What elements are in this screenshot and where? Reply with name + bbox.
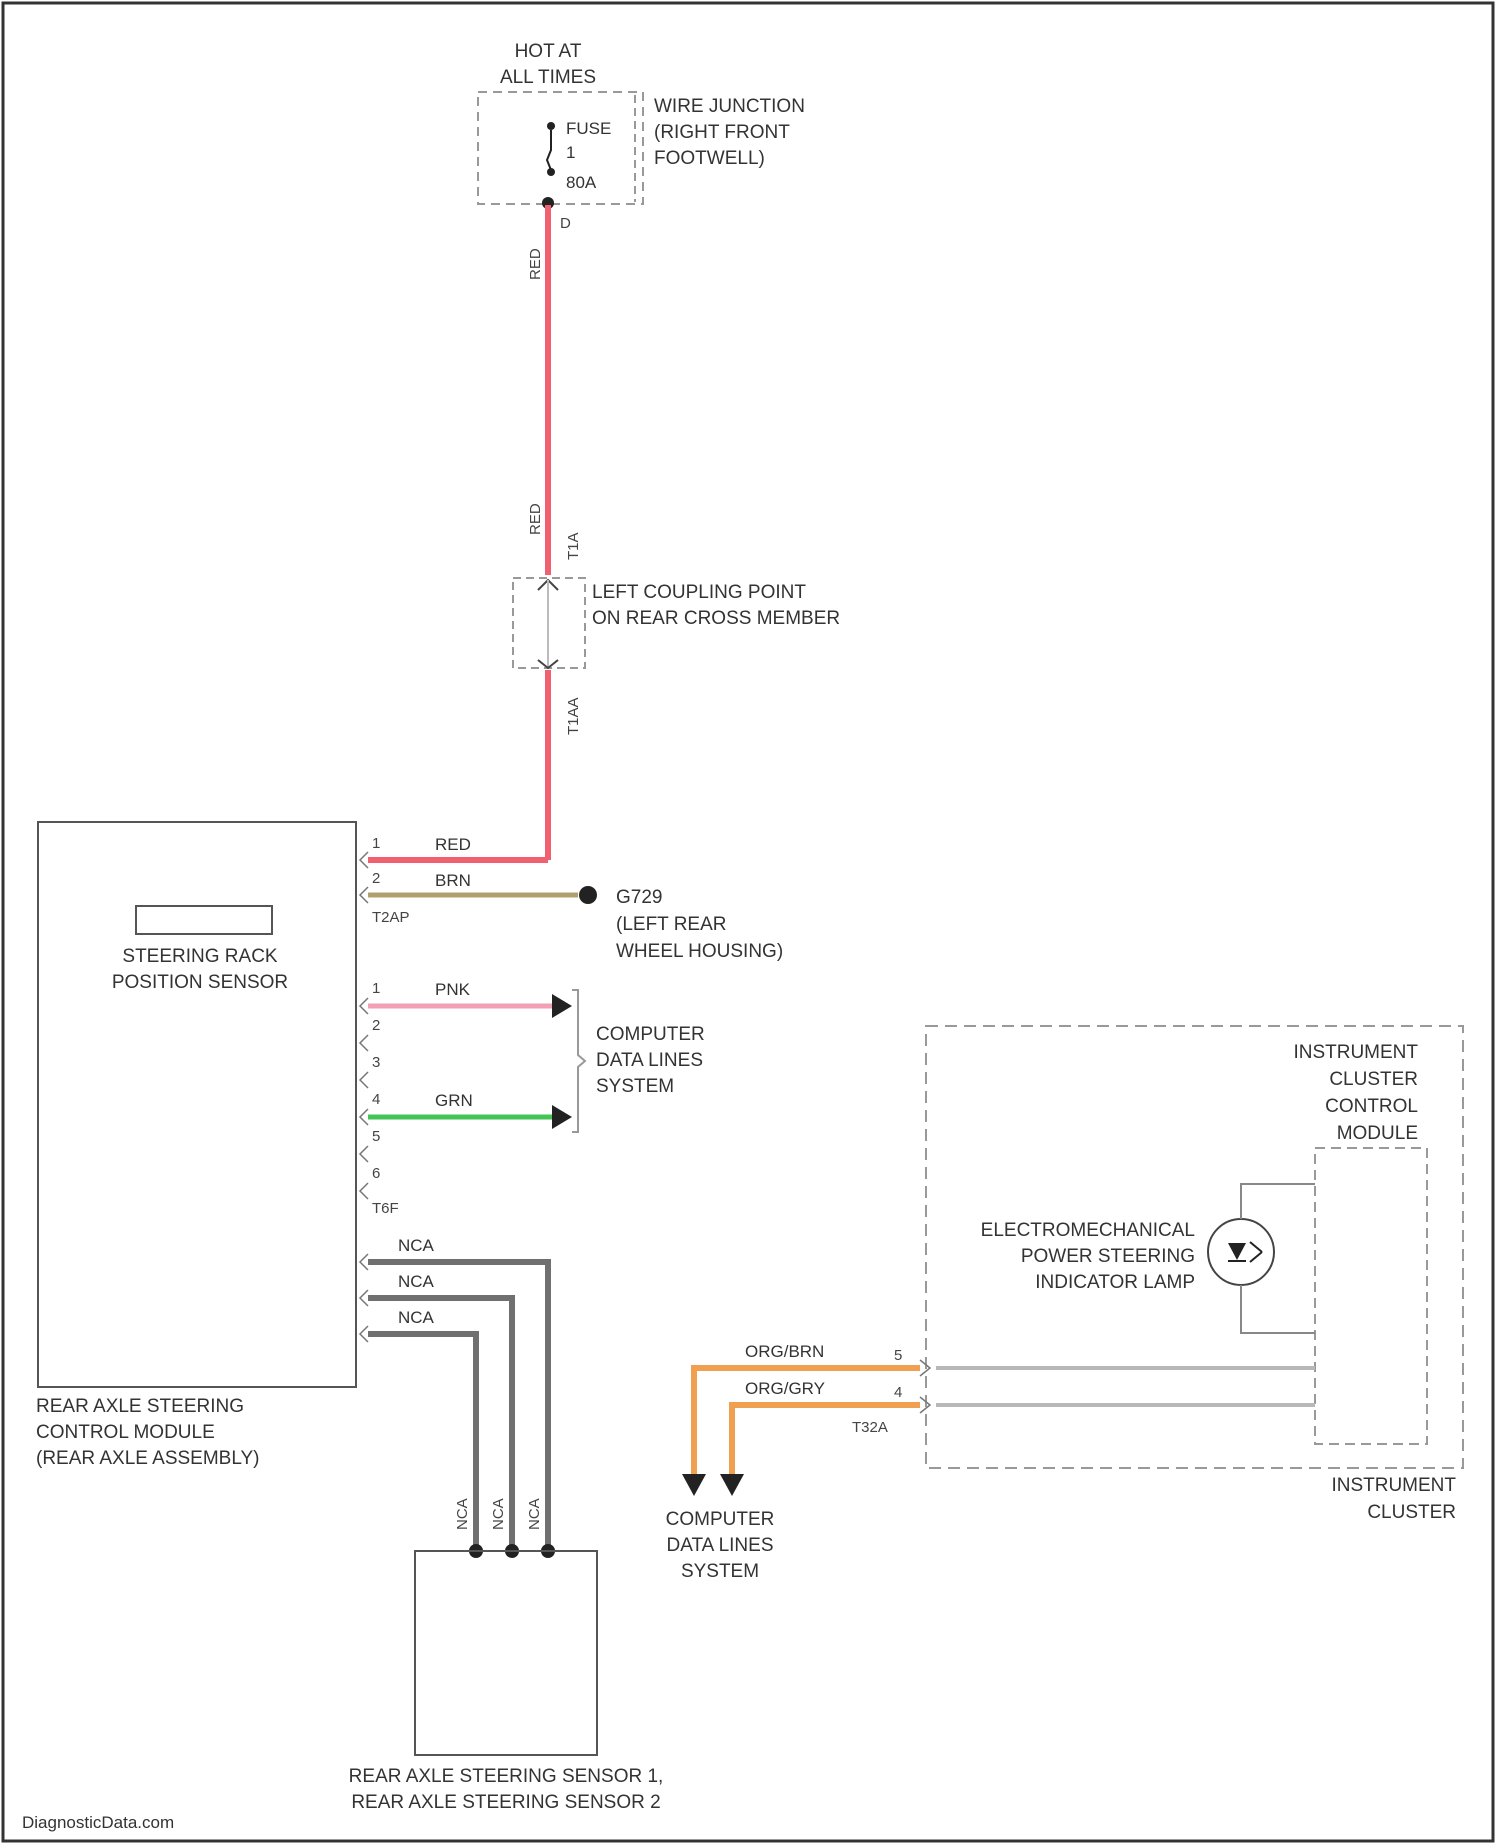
- cluster-module-line4: MODULE: [1337, 1123, 1418, 1144]
- t2ap-pin1-terminal: [360, 852, 368, 868]
- org-gry-label: ORG/GRY: [745, 1379, 825, 1398]
- lamp-rays-icon: [1250, 1242, 1262, 1262]
- lamp-label-line3: INDICATOR LAMP: [1035, 1272, 1195, 1293]
- data-lines-1-line3: SYSTEM: [596, 1076, 674, 1097]
- instrument-cluster: INSTRUMENT CLUSTER CONTROL MODULE ELECTR…: [852, 1026, 1463, 1523]
- data-lines-2-line3: SYSTEM: [681, 1561, 759, 1582]
- data-lines-2-line1: COMPUTER: [666, 1509, 775, 1530]
- nca-label-1: NCA: [398, 1236, 435, 1255]
- red-wire-label-mid: RED: [527, 503, 544, 535]
- t6f-pin6: 6: [372, 1165, 380, 1182]
- red-wire-label-pin1: RED: [435, 835, 471, 854]
- wire-junction-line2: (RIGHT FRONT: [654, 122, 790, 143]
- sensors-label-line2: REAR AXLE STEERING SENSOR 2: [351, 1792, 660, 1813]
- sensors-box: [415, 1551, 597, 1755]
- t6f-terminals: [360, 998, 368, 1199]
- hot-at-line2: ALL TIMES: [500, 67, 596, 88]
- nca-label-2: NCA: [398, 1272, 435, 1291]
- cluster-pin5: 5: [894, 1347, 902, 1364]
- cluster-connector: T32A: [852, 1419, 888, 1436]
- fuse-icon: [547, 130, 551, 170]
- cluster-name-line2: CLUSTER: [1367, 1502, 1456, 1523]
- fuse-number: 1: [566, 143, 575, 162]
- red-power-wire: RED RED RED: [368, 205, 548, 860]
- watermark: DiagnosticData.com: [22, 1813, 174, 1832]
- org-gry-wire: [732, 1405, 920, 1474]
- data-lines-bracket: [572, 990, 585, 1132]
- coupling-point: T1A T1AA LEFT COUPLING POINT ON REAR CRO…: [513, 532, 840, 735]
- t2ap-pin2: 2: [372, 870, 380, 887]
- lamp-label-line2: POWER STEERING: [1021, 1246, 1195, 1267]
- module-name-line3: (REAR AXLE ASSEMBLY): [36, 1448, 260, 1469]
- t6f-pin1: 1: [372, 980, 380, 997]
- module-name-line1: REAR AXLE STEERING: [36, 1396, 244, 1417]
- ground-wire: BRN G729 (LEFT REAR WHEEL HOUSING): [368, 871, 783, 962]
- data-lines-1-line2: DATA LINES: [596, 1050, 703, 1071]
- cluster-module-line3: CONTROL: [1325, 1096, 1418, 1117]
- sensor-label-line1: STEERING RACK: [122, 946, 278, 967]
- org-gry-arrow: [720, 1474, 744, 1496]
- coupling-upper-connector: T1A: [565, 532, 582, 560]
- t2ap-pin2-terminal: [360, 887, 368, 903]
- ground-location-line2: WHEEL HOUSING): [616, 941, 783, 962]
- data-lines-1-line1: COMPUTER: [596, 1024, 705, 1045]
- data-lines-2-line2: DATA LINES: [667, 1535, 774, 1556]
- pink-wire-arrow: [552, 994, 572, 1018]
- ground-location-line1: (LEFT REAR: [616, 914, 727, 935]
- wire-junction-line1: WIRE JUNCTION: [654, 96, 805, 117]
- rear-axle-control-module: STEERING RACK POSITION SENSOR REAR AXLE …: [36, 822, 410, 1469]
- fuse-block: HOT AT ALL TIMES FUSE 1 80A WIRE JUNCTIO…: [478, 41, 805, 232]
- steering-rack-sensor-icon: [136, 906, 272, 934]
- t6f-pin4: 4: [372, 1091, 380, 1108]
- green-wire-label: GRN: [435, 1091, 473, 1110]
- nca-vertical-label-2: NCA: [490, 1498, 507, 1530]
- brown-wire-label: BRN: [435, 871, 471, 890]
- org-brn-label: ORG/BRN: [745, 1342, 824, 1361]
- red-wire-label-top: RED: [527, 248, 544, 280]
- module-name-line2: CONTROL MODULE: [36, 1422, 215, 1443]
- nca-label-3: NCA: [398, 1308, 435, 1327]
- nca-vertical-label-1: NCA: [454, 1498, 471, 1530]
- sensor-wires: NCA NCA NCA NCA NCA NCA: [360, 1236, 555, 1558]
- cluster-pin4: 4: [894, 1384, 902, 1401]
- fuse-bottom-terminal: [547, 168, 555, 176]
- t6f-pin3: 3: [372, 1054, 380, 1071]
- ground-point: [579, 886, 597, 904]
- t6f-pin2: 2: [372, 1017, 380, 1034]
- fuse-label: FUSE: [566, 119, 611, 138]
- fuse-top-terminal: [547, 122, 555, 130]
- green-wire-arrow: [552, 1105, 572, 1129]
- lamp-diode-icon: [1228, 1243, 1246, 1260]
- cluster-module-outline: [1315, 1148, 1427, 1444]
- rear-axle-sensors: REAR AXLE STEERING SENSOR 1, REAR AXLE S…: [349, 1551, 664, 1813]
- junction-terminal-label: D: [560, 215, 571, 232]
- data-lines-lower: ORG/BRN ORG/GRY COMPUTER DATA LINES SYST…: [666, 1342, 920, 1582]
- data-lines-upper: PNK GRN COMPUTER DATA LINES SYSTEM: [368, 980, 705, 1132]
- cluster-name-line1: INSTRUMENT: [1331, 1475, 1456, 1496]
- ground-id: G729: [616, 887, 662, 908]
- coupling-lower-connector: T1AA: [565, 697, 582, 735]
- lamp-label-line1: ELECTROMECHANICAL: [981, 1220, 1195, 1241]
- coupling-label-line1: LEFT COUPLING POINT: [592, 582, 806, 603]
- fuse-rating: 80A: [566, 173, 597, 192]
- hot-at-line1: HOT AT: [515, 41, 582, 62]
- cluster-module-line1: INSTRUMENT: [1293, 1042, 1418, 1063]
- pink-wire-label: PNK: [435, 980, 471, 999]
- sensors-label-line1: REAR AXLE STEERING SENSOR 1,: [349, 1766, 664, 1787]
- coupling-label-line2: ON REAR CROSS MEMBER: [592, 608, 840, 629]
- t2ap-connector: T2AP: [372, 909, 410, 926]
- t6f-pin5: 5: [372, 1128, 380, 1145]
- nca-terminals: [360, 1254, 368, 1342]
- sensor-label-line2: POSITION SENSOR: [112, 972, 288, 993]
- lamp-wiring: [1241, 1184, 1315, 1333]
- nca-vertical-label-3: NCA: [526, 1498, 543, 1530]
- wire-junction-line3: FOOTWELL): [654, 148, 765, 169]
- fuse-block-outline: [478, 92, 643, 204]
- t6f-connector: T6F: [372, 1200, 399, 1217]
- cluster-module-line2: CLUSTER: [1329, 1069, 1418, 1090]
- t2ap-pin1: 1: [372, 835, 380, 852]
- org-brn-arrow: [682, 1474, 706, 1496]
